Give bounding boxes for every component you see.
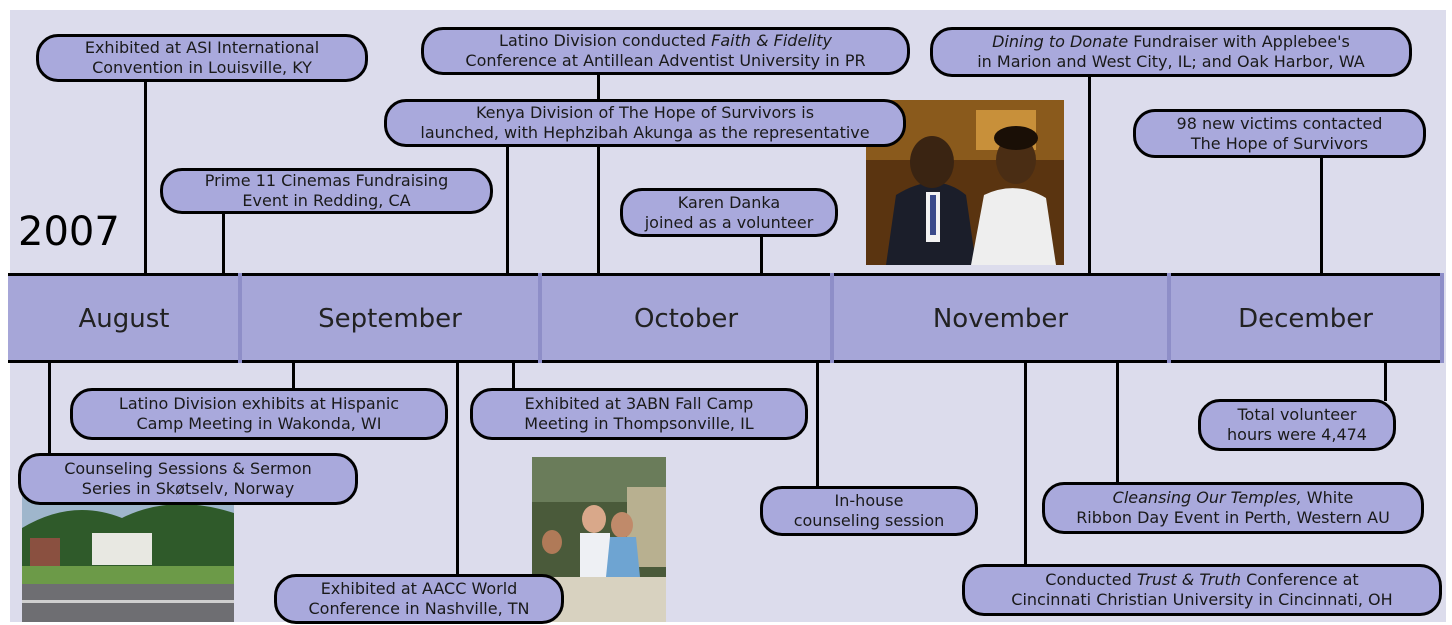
event-line: in Marion and West City, IL; and Oak Har… [977,52,1365,71]
event-title: Faith & Fidelity [711,31,832,50]
event-line: joined as a volunteer [644,212,814,232]
event-text: Fundraiser with Applebee's [1128,32,1350,51]
event-text: Conducted [1045,570,1137,589]
connector-volunteer [1384,361,1387,401]
event-line: Series in Skøtselv, Norway [81,479,295,498]
connector-dining [1088,76,1091,275]
connector-trust [1024,361,1027,566]
month-divider [538,273,542,363]
event-line: Prime 11 Cinemas Fundraising [204,171,449,190]
event-line: 98 new victims contacted [1176,113,1383,133]
month-august: August [78,304,170,334]
event-line: Meeting in Thompsonville, IL [524,414,754,433]
event-line: Ribbon Day Event in Perth, Western AU [1076,508,1390,527]
event-title: Dining to Donate [992,32,1129,51]
event-text: Conference at [1241,570,1359,589]
event-text: White [1301,488,1354,507]
event-line: Exhibited at 3ABN Fall Camp [524,394,754,413]
event-line: In-house [834,491,904,510]
connector-cleansing [1116,361,1119,484]
event-line: Exhibited at ASI International [84,38,320,57]
month-september: September [318,304,462,334]
month-december: December [1238,304,1373,334]
event-line: Exhibited at AACC World [320,579,518,598]
connector-aacc [456,361,459,578]
event-line: Conference in Nashville, TN [308,599,530,618]
event-title: Cleansing Our Temples, [1112,488,1302,507]
connector-asi [144,80,147,275]
month-divider [1167,273,1171,363]
connector-hispanic [292,361,295,390]
event-dining-to-donate: Dining to Donate Fundraiser with Applebe… [930,27,1412,77]
month-band [8,273,1444,363]
event-line: Cleansing Our Temples, White [1076,488,1390,508]
event-line: Latino Division conducted Faith & Fideli… [465,31,865,51]
event-latino-conference: Latino Division conducted Faith & Fideli… [421,27,910,75]
event-line: Cincinnati Christian University in Cinci… [1011,590,1393,609]
event-kenya-division: Kenya Division of The Hope of Survivors … [384,99,906,147]
norway-photo [22,488,234,622]
event-line: Dining to Donate Fundraiser with Applebe… [977,32,1365,52]
event-line: Conducted Trust & Truth Conference at [1011,570,1392,590]
event-line: Kenya Division of The Hope of Survivors … [475,103,815,122]
event-title: Trust & Truth [1136,570,1242,589]
event-line: The Hope of Survivors [1190,133,1369,153]
month-divider [238,273,242,363]
connector-3abn [512,361,515,390]
event-text: Latino Division conducted [499,31,712,50]
event-line: hours were 4,474 [1227,425,1367,444]
connector-norway [48,361,51,456]
month-october: October [633,304,739,334]
connector-inhouse [816,361,819,488]
connector-karen [760,236,763,275]
event-line: counseling session [793,511,945,530]
connector-kenya [506,146,509,275]
event-line: Total volunteer [1237,405,1357,424]
connector-latino-conf [597,74,600,275]
event-line: Event in Redding, CA [242,191,411,210]
year-label: 2007 [18,209,120,255]
event-line: Camp Meeting in Wakonda, WI [136,414,382,433]
exhibit-photo [532,457,666,622]
event-line: Convention in Louisville, KY [92,58,312,77]
month-divider [1440,273,1444,363]
event-line: Conference at Antillean Adventist Univer… [465,51,866,70]
event-line: launched, with Hephzibah Akunga as the r… [420,123,870,142]
event-line: Latino Division exhibits at Hispanic [118,394,400,413]
portrait-photo [866,100,1064,265]
event-line: Counseling Sessions & Sermon [64,459,312,478]
month-november: November [932,304,1069,334]
connector-prime [222,212,225,275]
connector-victims [1320,156,1323,275]
month-divider [830,273,834,363]
event-line: Karen Danka [677,192,781,212]
